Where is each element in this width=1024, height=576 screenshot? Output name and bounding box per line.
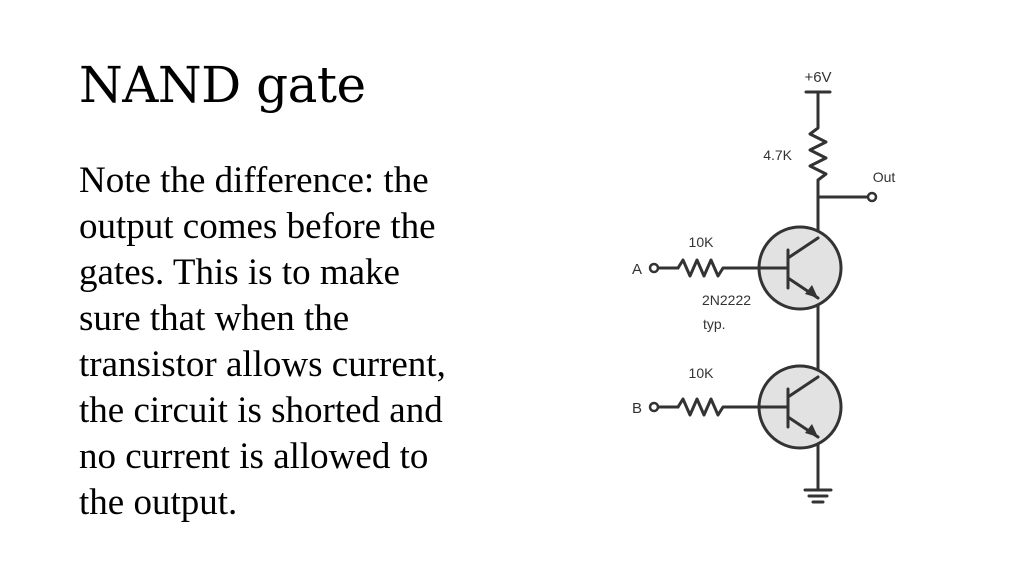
transistor-typ-label: typ. <box>703 316 726 332</box>
body-line: the circuit is shorted and <box>79 390 443 431</box>
slide-title: NAND gate <box>79 56 366 114</box>
body-line: Note the difference: the <box>79 160 429 201</box>
body-line: no current is allowed to <box>79 436 429 477</box>
output-terminal <box>866 191 878 203</box>
collector-resistor-label: 4.7K <box>763 147 792 163</box>
input-a-resistor <box>676 258 760 278</box>
output-label: Out <box>873 169 896 185</box>
input-a-resistor-label: 10K <box>689 234 715 250</box>
input-b-resistor <box>676 397 760 417</box>
supply-label: +6V <box>804 69 831 86</box>
input-a-terminal <box>648 262 660 274</box>
body-line: the output. <box>79 482 238 523</box>
input-b-terminal <box>648 401 660 413</box>
body-line: transistor allows current, <box>79 344 446 385</box>
body-text: Note the difference: the output comes be… <box>79 158 559 526</box>
input-b-label: B <box>632 400 642 417</box>
collector-resistor <box>808 118 828 240</box>
input-b-resistor-label: 10K <box>689 365 715 381</box>
nand-circuit-diagram: +6V 4.7K Out 10K A 2N2222 typ. 10K B <box>632 69 896 504</box>
transistor-lower <box>756 364 843 450</box>
body-line: gates. This is to make <box>79 252 400 293</box>
body-line: sure that when the <box>79 298 350 339</box>
transistor-upper <box>756 225 843 311</box>
body-line: output comes before the <box>79 206 436 247</box>
transistor-part-label: 2N2222 <box>702 292 751 308</box>
input-a-label: A <box>632 261 642 278</box>
